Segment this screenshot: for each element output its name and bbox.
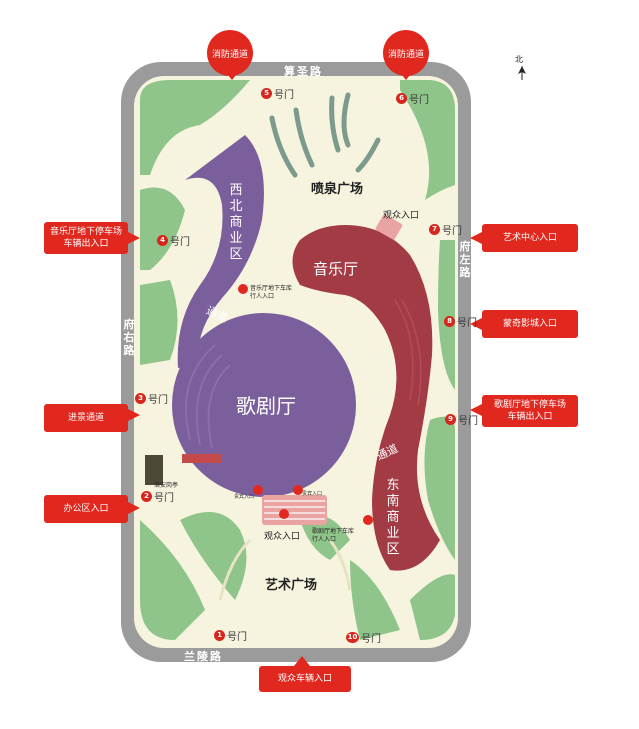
compass-label: 北 [515, 55, 523, 64]
entrance-arrow-icons [238, 284, 373, 525]
northwest-mall-shape [177, 135, 264, 368]
audience-entrance-top-label: 观众入口 [383, 211, 420, 221]
opera-parking-callout: 歌剧厅地下停车场车辆出入口 [482, 395, 578, 427]
road-west-label: 府右路 [123, 318, 135, 357]
vip-left-label: 贵宾入口 [234, 494, 255, 500]
cinema-entrance-callout: 蒙奇影城入口 [482, 310, 578, 338]
stair-lines [264, 500, 325, 520]
fountain-arcs [269, 92, 381, 178]
opera-hall-label: 歌剧厅 [236, 394, 296, 418]
plaza-arcs [218, 538, 352, 601]
road-north-label: 算圣路 [284, 65, 323, 78]
music-hall-label: 音乐厅 [313, 260, 359, 278]
music-hall-shape [292, 225, 440, 571]
compass-icon [518, 66, 526, 80]
music-hall-stripes [394, 299, 422, 406]
security-booth-strip [145, 455, 163, 485]
audience-vehicle-callout: 观众车辆入口 [259, 666, 351, 692]
music-parking-callout: 音乐厅地下停车场车辆出入口 [44, 222, 128, 254]
fountain-plaza-label: 喷泉广场 [311, 182, 364, 197]
audience-stairs [262, 214, 403, 525]
art-plaza-label: 艺术广场 [265, 578, 318, 593]
opera-parking-ped-label: 歌剧厅地下车库行人入口 [312, 528, 355, 543]
landscape-passage-callout: 进景通道 [44, 404, 128, 432]
vip-right-label: 贵宾入口 [302, 491, 323, 497]
road-east-label: 府左路 [459, 240, 471, 279]
opera-hall-rings [184, 344, 231, 449]
art-center-callout: 艺术中心入口 [482, 224, 578, 252]
security-booth-label: 治安岗亭 [154, 482, 179, 489]
audience-entrance-bottom-label: 观众入口 [264, 532, 301, 542]
fire-lane-right-callout: 消防通道 [383, 30, 429, 76]
fire-lane-left-callout: 消防通道 [207, 30, 253, 76]
southeast-mall-label: 东南商业区 [386, 478, 400, 557]
northwest-mall-label: 西北商业区 [229, 183, 243, 262]
lawn-areas [140, 80, 455, 640]
music-parking-ped-label: 音乐厅地下车库行人入口 [250, 285, 293, 300]
office-entrance-callout: 办公区入口 [44, 495, 128, 523]
road-south-label: 兰陵路 [184, 650, 223, 663]
building-strip [182, 454, 222, 463]
